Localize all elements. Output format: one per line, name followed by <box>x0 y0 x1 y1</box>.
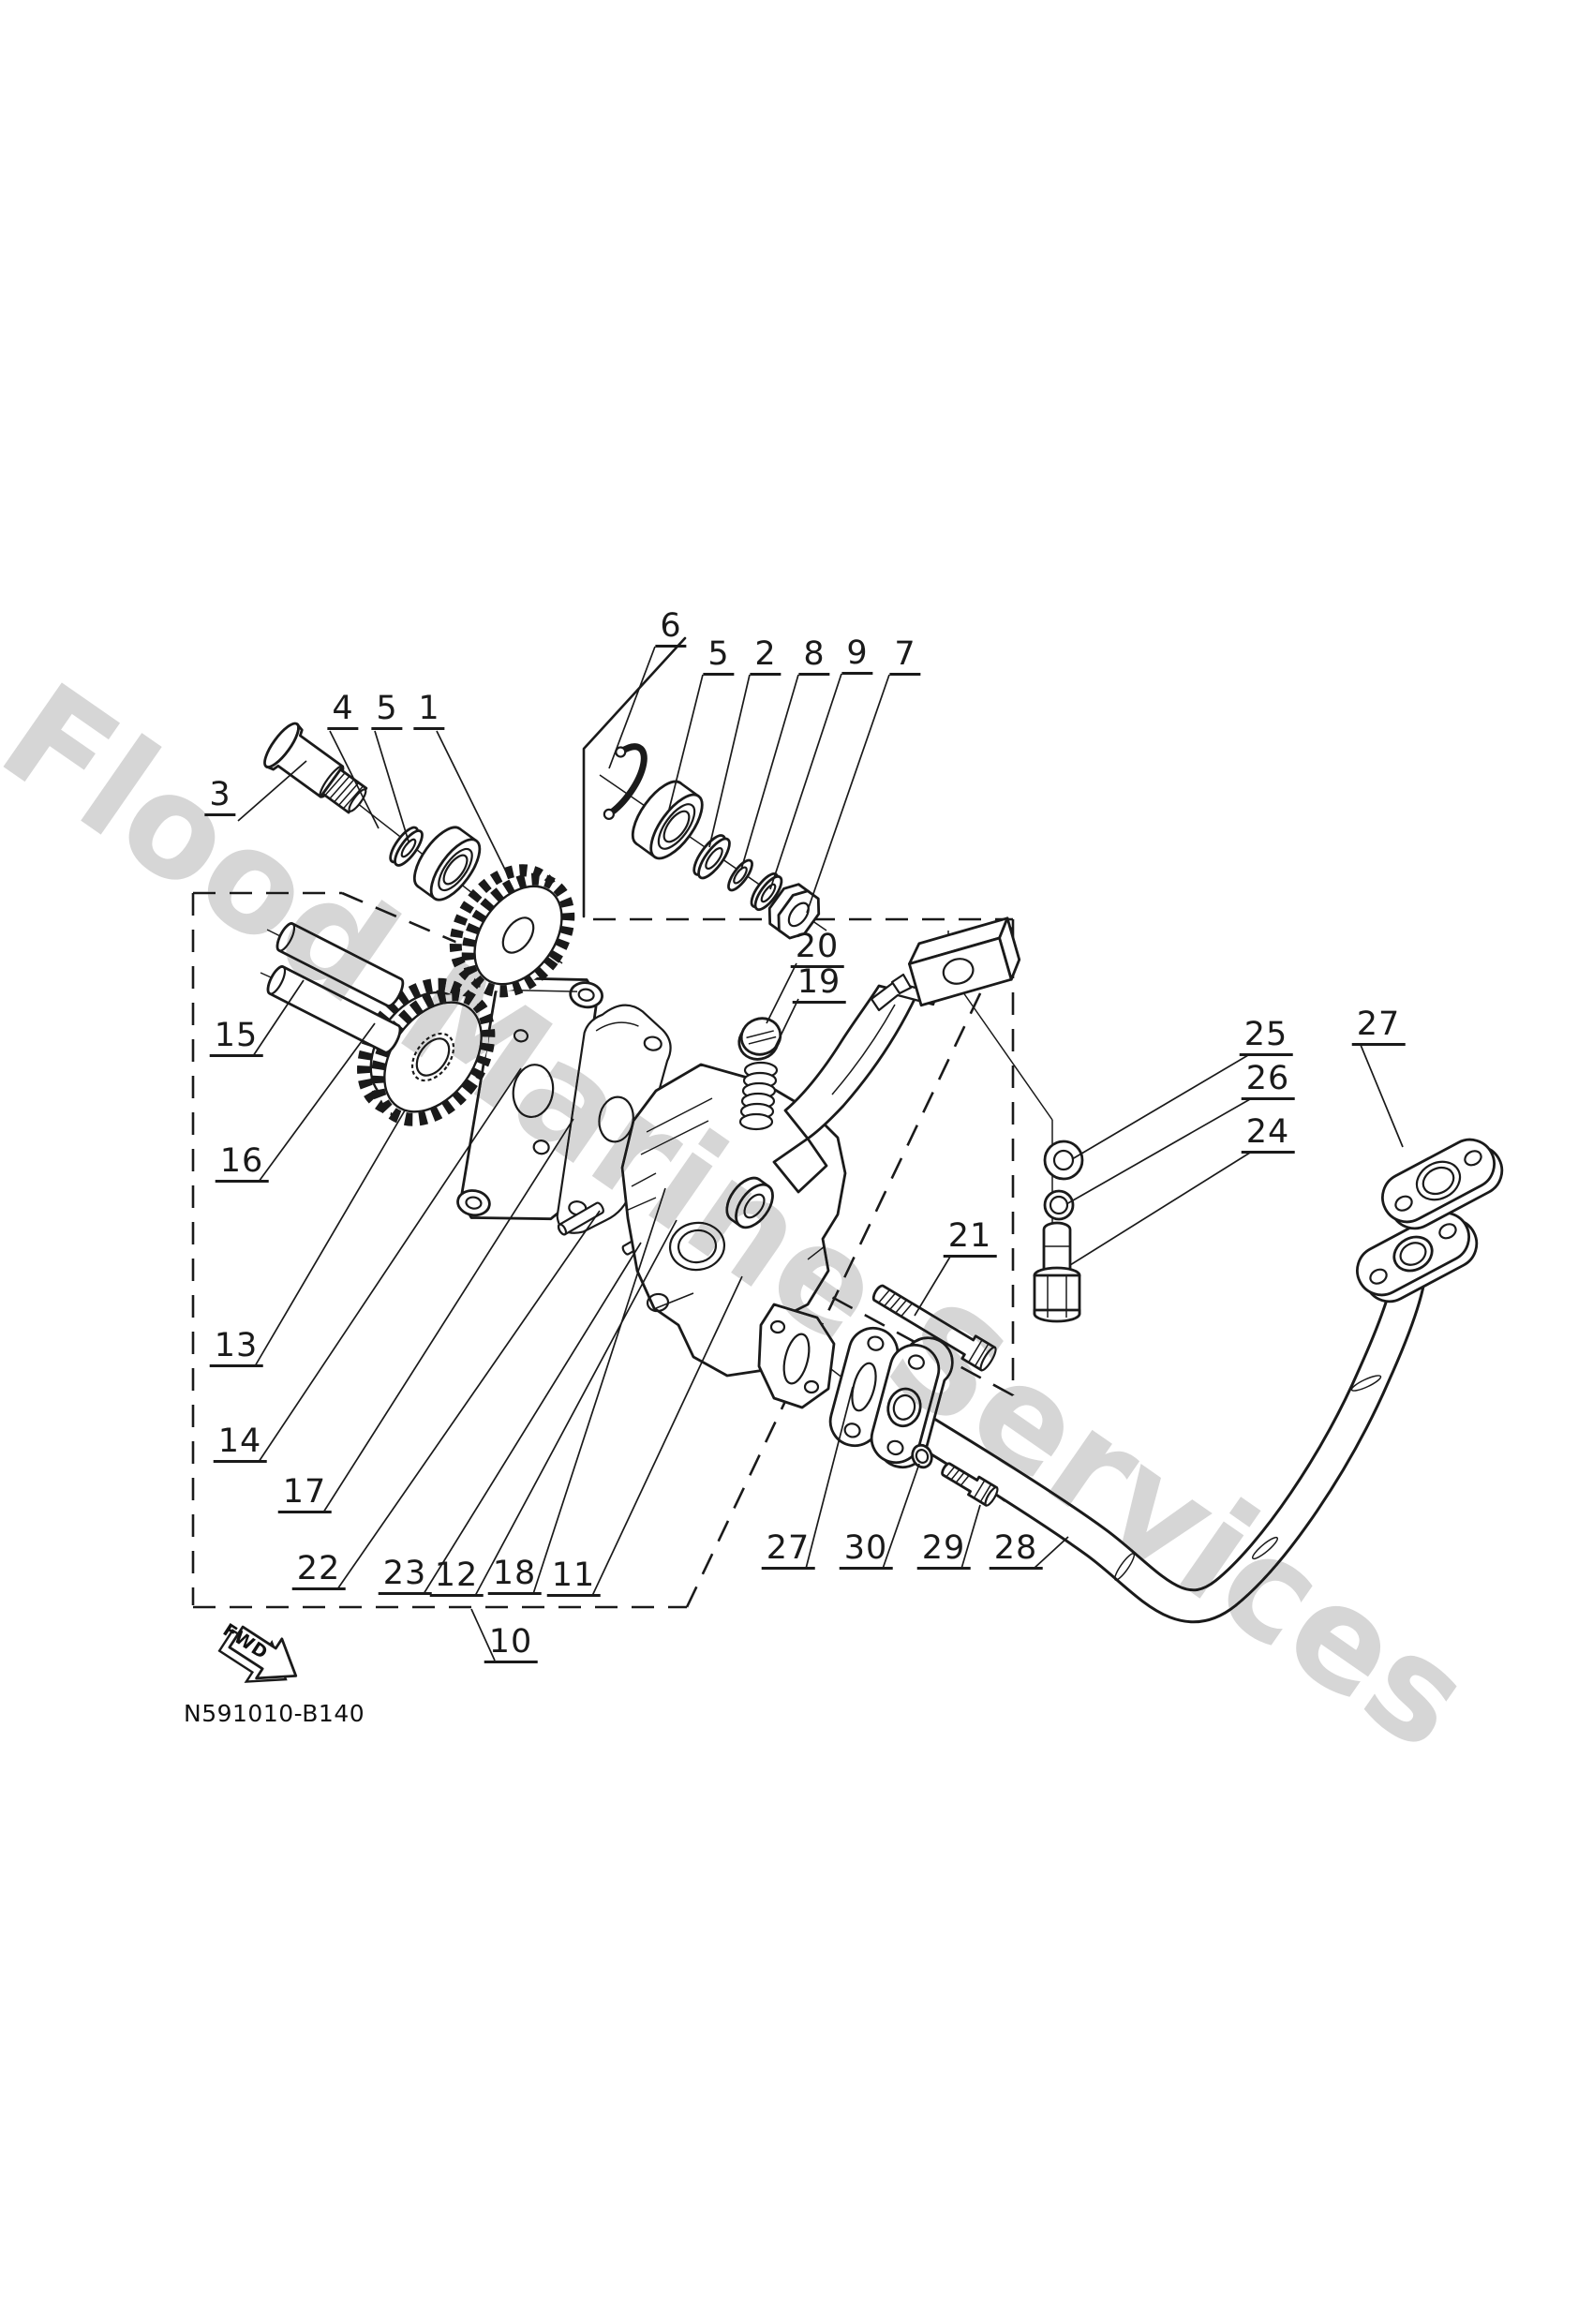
callout-6: 6 <box>655 609 687 648</box>
dowel-pin-16 <box>266 965 402 1054</box>
washer-9 <box>750 872 783 912</box>
callout-26: 26 <box>1241 1062 1295 1100</box>
callout-29: 29 <box>916 1531 971 1570</box>
callout-16: 16 <box>215 1144 269 1183</box>
callout-5: 5 <box>703 637 735 676</box>
shaft-3 <box>263 722 368 814</box>
callout-8: 8 <box>798 637 830 676</box>
gasket-27-upper <box>1381 1138 1504 1230</box>
callout-12: 12 <box>429 1558 484 1597</box>
bearing-5 <box>631 780 704 860</box>
bolt-29 <box>941 1462 999 1507</box>
circlip-6 <box>603 743 648 820</box>
leader-lines <box>237 646 1404 1661</box>
pin-22 <box>557 1201 604 1236</box>
pipe-flange-upper <box>1356 1211 1479 1304</box>
callout-13: 13 <box>209 1329 263 1367</box>
callout-7: 7 <box>889 637 921 676</box>
callout-17: 17 <box>277 1475 332 1513</box>
seal-ring-30 <box>911 1443 933 1469</box>
callout-1: 1 <box>413 692 445 730</box>
callout-3: 3 <box>204 778 236 816</box>
callout-9: 9 <box>841 636 873 675</box>
callout-20: 20 <box>790 930 844 968</box>
callout-22: 22 <box>291 1552 346 1590</box>
relief-spring-19 <box>738 1061 779 1131</box>
callout-27: 27 <box>761 1531 815 1570</box>
callout-25: 25 <box>1239 1018 1293 1056</box>
callout-10: 10 <box>484 1625 538 1663</box>
watermark-text: Flood Marine Services <box>0 653 1497 1781</box>
fwd-arrow-icon <box>217 1625 298 1683</box>
bolt-24 <box>1033 1221 1081 1323</box>
callout-21: 21 <box>943 1219 997 1258</box>
drawing-code: N591010-B140 <box>184 1700 365 1727</box>
pump-body-11 <box>620 1063 847 1409</box>
mounting-arm <box>772 916 1021 1194</box>
washer-25 <box>1043 1140 1084 1181</box>
callout-11: 11 <box>546 1558 601 1597</box>
washer-2 <box>692 834 731 880</box>
callout-24: 24 <box>1241 1115 1295 1154</box>
bearing-left <box>412 826 482 901</box>
callout-23: 23 <box>378 1557 432 1595</box>
nut-7 <box>767 883 821 940</box>
dowel-pin-15 <box>275 922 405 1007</box>
relief-screw-20 <box>737 1017 782 1061</box>
callout-27: 27 <box>1351 1007 1406 1046</box>
arm-block <box>908 916 1021 1007</box>
pipe-flange-lower <box>870 1336 954 1469</box>
oil-pipe-28 <box>880 1262 1426 1624</box>
callout-15: 15 <box>209 1019 263 1057</box>
callout-19: 19 <box>792 965 846 1004</box>
callout-18: 18 <box>487 1557 542 1595</box>
pump-gasket-17 <box>556 1004 672 1234</box>
washer-26 <box>1043 1189 1075 1221</box>
callout-4: 4 <box>327 692 359 730</box>
callout-14: 14 <box>213 1424 267 1463</box>
solid-frame <box>582 636 687 918</box>
callout-30: 30 <box>839 1531 893 1570</box>
drive-gear-1 <box>449 864 575 998</box>
callout-5: 5 <box>371 692 403 730</box>
callout-2: 2 <box>750 637 782 676</box>
washer-8 <box>727 858 753 892</box>
washer-5-left <box>389 826 424 867</box>
callout-28: 28 <box>989 1531 1043 1570</box>
bolt-21 <box>871 1284 997 1372</box>
